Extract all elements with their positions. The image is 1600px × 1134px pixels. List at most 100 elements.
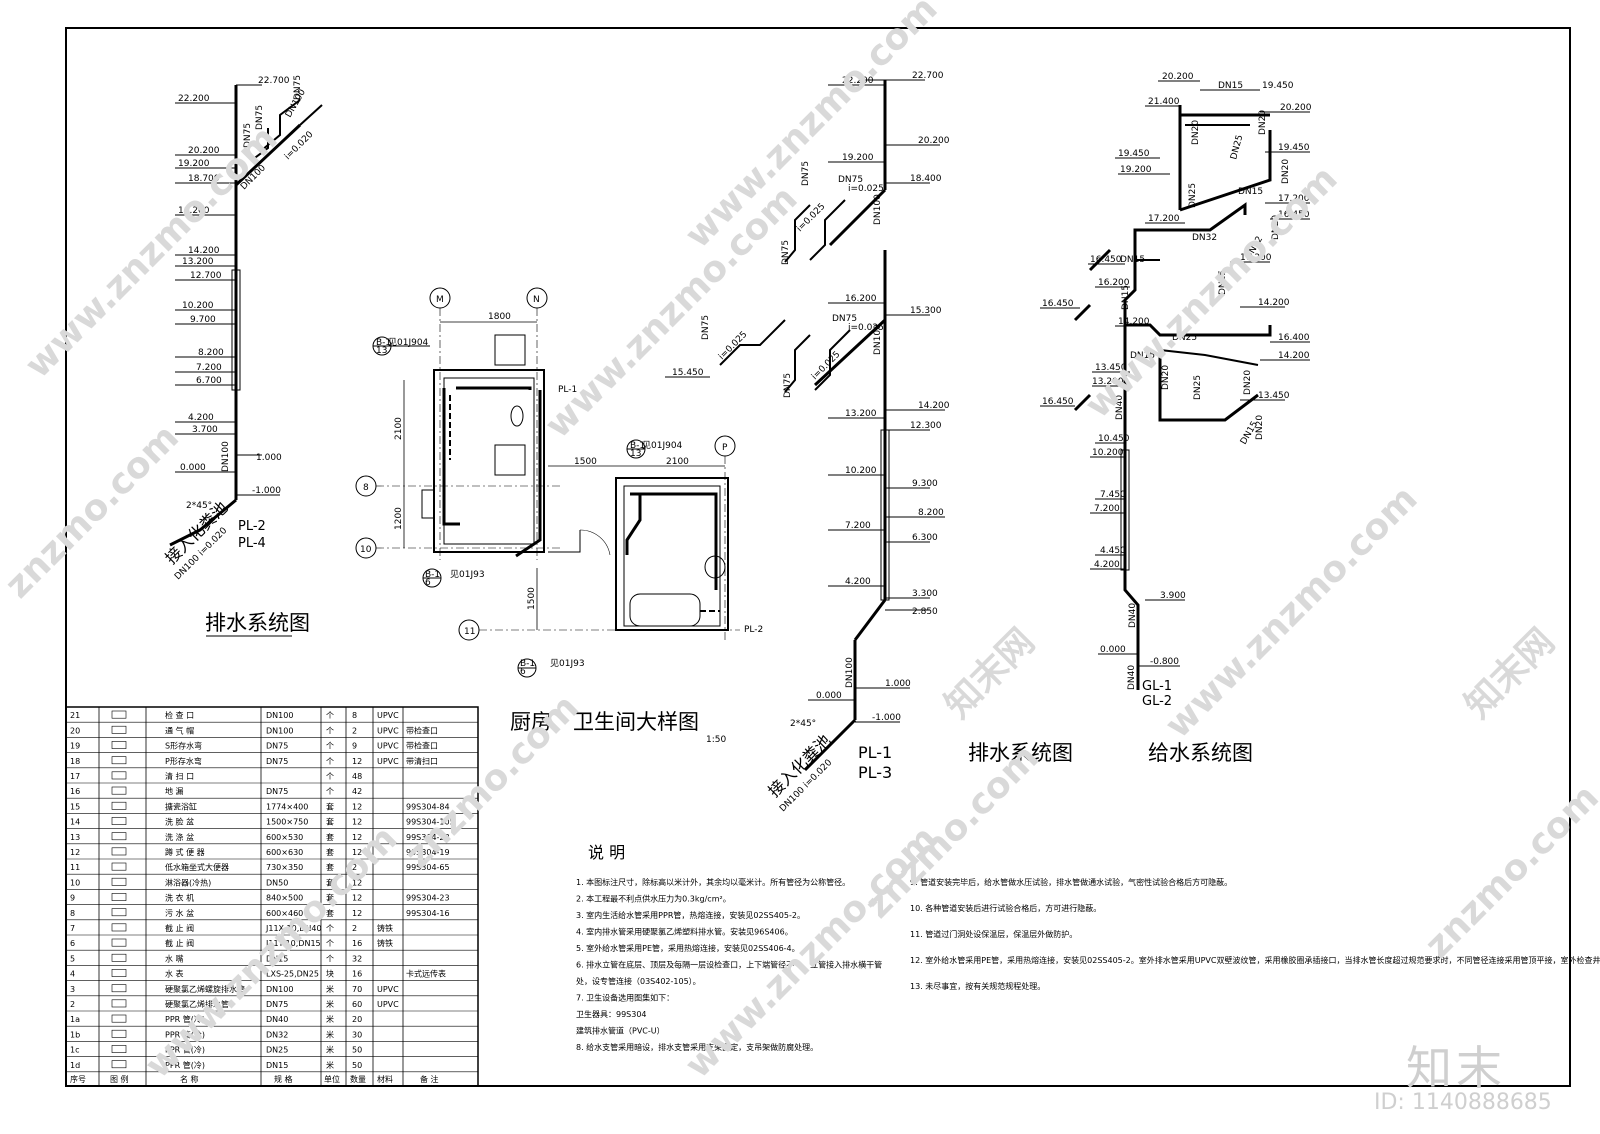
- legend-cell: P形存水弯: [165, 756, 202, 766]
- legend-cell: DN100: [266, 711, 293, 720]
- elev-label: 17.200: [1148, 214, 1180, 224]
- legend-cell: 12: [70, 848, 80, 857]
- elev-label: 7.200: [196, 363, 222, 373]
- legend-cell: DN25: [266, 1046, 288, 1055]
- elev-label: 10.200: [845, 466, 877, 476]
- elev-label: 22.200: [178, 94, 210, 104]
- elev-label: 4.200: [1094, 560, 1120, 570]
- watermark-text: 知末网: [1457, 621, 1562, 726]
- legend-cell: 2: [70, 1000, 75, 1009]
- elev-label: 14.200: [1258, 298, 1290, 308]
- legend-cell: PPR 管(冷): [165, 1014, 205, 1024]
- dim-label: 1200: [394, 507, 404, 530]
- pipe-label: DN75: [783, 373, 793, 398]
- watermark-text: www.znzmo.com: [17, 118, 285, 386]
- pipe-label: DN25: [1172, 333, 1197, 343]
- legend-symbol-icon: [111, 1060, 127, 1069]
- angle-label: 2*45°: [790, 719, 816, 729]
- elev-label: 16.450: [1042, 397, 1074, 407]
- legend-cell: 1774×400: [266, 802, 308, 811]
- elev-label: 19.200: [842, 153, 874, 163]
- pipe-label: DN20: [1191, 120, 1201, 145]
- legend-cell: 20: [70, 726, 80, 735]
- legend-cell: 检 查 口: [165, 710, 194, 720]
- pl-tag: PL-3: [858, 763, 892, 782]
- legend-cell: 2: [352, 924, 357, 933]
- elev-label: 4.200: [845, 577, 871, 587]
- legend-symbol-icon: [111, 817, 127, 825]
- pipe-label: DN100: [873, 324, 883, 355]
- legend-cell: 米: [326, 1045, 334, 1055]
- dim-label: 1500: [527, 587, 537, 610]
- elev-label: 22.700: [912, 71, 944, 81]
- pipe-label: DN25: [1218, 270, 1228, 295]
- legend-cell: PPR 管(冷): [165, 1060, 205, 1070]
- legend-cell: 个: [326, 787, 334, 796]
- dim-label: 1800: [488, 312, 511, 322]
- note-line: 卫生器具：99S304: [576, 1009, 647, 1019]
- legend-cell: DN15: [266, 1061, 288, 1070]
- elev-label: 16.450: [1042, 299, 1074, 309]
- axis-tag: 10: [360, 545, 372, 555]
- legend-cell: PPR 管(冷): [165, 1029, 205, 1039]
- legend-cell: 600×630: [266, 848, 303, 857]
- legend-cell: 个: [326, 757, 334, 766]
- legend-cell: 99S304-23: [406, 894, 450, 903]
- legend-cell: 带检查口: [406, 741, 438, 751]
- watermark-text: www.znzmo.com: [537, 178, 805, 446]
- angle-label: 2*45°: [186, 501, 212, 511]
- legend-cell: 48: [352, 772, 362, 781]
- id-watermark: ID: 1140888685: [1374, 1090, 1552, 1115]
- elev-label: 10.450: [1098, 434, 1130, 444]
- legend-cell: J11T-10,DN15: [265, 939, 321, 948]
- pipe-label: DN20: [1258, 110, 1268, 135]
- ref-label: 见01J904: [388, 337, 429, 348]
- legend-header-cell: 数量: [350, 1074, 366, 1084]
- pipe-label: DN20: [1271, 215, 1281, 240]
- legend-cell: 个: [326, 772, 334, 781]
- legend-cell: UPVC: [377, 742, 399, 751]
- elev-label: 19.450: [1278, 143, 1310, 153]
- left-drain-diagram: [169, 84, 323, 637]
- legend-cell: 水 表: [165, 969, 184, 979]
- pipe-label: DN75: [293, 75, 303, 100]
- pipe-label: DN40: [1127, 665, 1137, 690]
- pl-tag: PL-2: [238, 519, 266, 534]
- legend-cell: 通 气 帽: [165, 725, 194, 735]
- legend-cell: 低水箱坐式大便器: [165, 862, 229, 872]
- legend-cell: 12: [352, 802, 362, 811]
- legend-header-cell: 备 注: [420, 1074, 439, 1084]
- legend-cell: 99S304-84: [406, 802, 450, 811]
- legend-cell: 清 扫 口: [165, 771, 194, 781]
- pipe-label: DN15: [1218, 81, 1243, 91]
- legend-symbol-icon: [111, 999, 127, 1008]
- legend-cell: 米: [326, 999, 334, 1009]
- legend-symbol-icon: [111, 877, 127, 886]
- axis-tag: P: [722, 443, 728, 453]
- legend-cell: 12: [352, 894, 362, 903]
- pipe-label: DN32: [1192, 233, 1217, 243]
- pipe-label: DN75: [838, 175, 863, 185]
- note-line: 3. 室内生活给水管采用PPR管，热熔连接，安装见02SS405-2。: [576, 910, 805, 920]
- legend-cell: 搪瓷浴缸: [165, 801, 197, 811]
- brand-watermark: 知末: [1406, 1041, 1506, 1095]
- mid-drain-diagram: [665, 79, 945, 772]
- elev-label: 17.200: [1240, 253, 1272, 263]
- ref-tag: B-1: [630, 441, 645, 451]
- legend-cell: 洗 涤 盆: [165, 832, 194, 842]
- legend-cell: 12: [352, 833, 362, 842]
- note-line: 9. 管道安装完毕后，给水管做水压试验，排水管做通水试验，气密性试验合格后方可隐…: [910, 877, 1232, 887]
- detail-title: 厨房、卫生间大样图: [510, 710, 699, 734]
- legend-cell: J11X-10,DN40: [265, 924, 322, 933]
- legend-cell: 硬聚氯乙烯螺旋排水管: [165, 984, 245, 994]
- legend-symbol-icon: [111, 1029, 127, 1038]
- pipe-label: i=0.025: [848, 184, 884, 194]
- detail-scale: 1:50: [706, 735, 726, 745]
- legend-cell: PPR 管(冷): [165, 1045, 205, 1055]
- note-line: 5. 室外给水管采用PE管，采用热熔连接，安装见02SS406-4。: [576, 943, 800, 953]
- elev-label: 9.300: [912, 479, 938, 489]
- supply-title: 给水系统图: [1148, 741, 1253, 765]
- legend-cell: 12: [352, 818, 362, 827]
